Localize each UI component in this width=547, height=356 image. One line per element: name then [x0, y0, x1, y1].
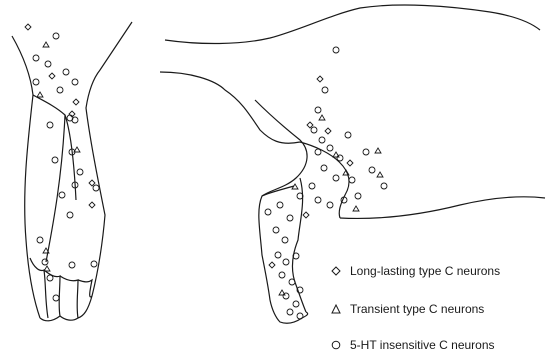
insensitive-marker: [57, 87, 63, 93]
insensitive-marker: [77, 169, 83, 175]
insensitive-marker: [322, 87, 328, 93]
insensitive-marker: [45, 61, 51, 67]
long-lasting-marker: [317, 76, 323, 82]
insensitive-marker: [265, 209, 271, 215]
transient-marker: [74, 147, 80, 152]
transient-marker: [353, 206, 359, 211]
transient-marker: [375, 148, 381, 153]
insensitive-marker: [33, 79, 39, 85]
insensitive-marker: [349, 177, 355, 183]
diamond-icon: [330, 265, 342, 277]
triangle-icon: [330, 303, 342, 315]
insensitive-marker: [333, 175, 339, 181]
insensitive-marker: [293, 301, 299, 307]
transient-marker: [43, 42, 49, 47]
insensitive-marker: [369, 167, 375, 173]
long-lasting-marker: [89, 180, 95, 186]
insensitive-marker: [297, 313, 303, 319]
insensitive-marker: [289, 279, 295, 285]
insensitive-marker: [287, 309, 293, 315]
insensitive-marker: [53, 33, 59, 39]
insensitive-marker: [309, 183, 315, 189]
long-lasting-marker: [325, 128, 331, 134]
insensitive-marker: [47, 275, 53, 281]
insensitive-marker: [47, 122, 53, 128]
long-lasting-marker: [25, 24, 31, 30]
long-lasting-marker: [347, 160, 353, 166]
insensitive-marker: [287, 215, 293, 221]
insensitive-marker: [52, 157, 58, 163]
long-lasting-marker: [73, 99, 79, 105]
insensitive-marker: [311, 127, 317, 133]
insensitive-marker: [72, 117, 78, 123]
insensitive-marker: [315, 149, 321, 155]
long-lasting-marker: [303, 212, 309, 218]
circle-icon: [330, 339, 342, 351]
legend-label: 5-HT insensitive C neurons: [350, 338, 495, 352]
insensitive-marker: [67, 212, 73, 218]
insensitive-marker: [277, 202, 283, 208]
insensitive-marker: [33, 55, 39, 61]
insensitive-marker: [319, 137, 325, 143]
long-lasting-marker: [89, 202, 95, 208]
insensitive-marker: [381, 183, 387, 189]
transient-marker: [377, 172, 383, 177]
insensitive-marker: [321, 165, 327, 171]
insensitive-marker: [72, 79, 78, 85]
insensitive-marker: [37, 237, 43, 243]
insensitive-marker: [42, 259, 48, 265]
legend-label: Transient type C neurons: [350, 302, 484, 316]
insensitive-marker: [279, 272, 285, 278]
transient-marker: [319, 115, 325, 120]
insensitive-marker: [275, 252, 281, 258]
insensitive-marker: [315, 197, 321, 203]
insensitive-marker: [53, 295, 59, 301]
transient-marker: [333, 152, 339, 157]
transient-marker: [37, 92, 43, 97]
insensitive-marker: [63, 69, 69, 75]
insensitive-marker: [93, 185, 99, 191]
insensitive-marker: [345, 132, 351, 138]
insensitive-marker: [91, 261, 97, 267]
long-lasting-marker: [49, 73, 55, 79]
legend-label: Long-lasting type C neurons: [350, 264, 500, 278]
transient-marker: [343, 170, 349, 175]
insensitive-marker: [282, 237, 288, 243]
insensitive-marker: [273, 227, 279, 233]
insensitive-marker: [69, 262, 75, 268]
insensitive-marker: [363, 149, 369, 155]
insensitive-marker: [283, 259, 289, 265]
legend-item-insensitive: 5-HT insensitive C neurons: [330, 336, 495, 354]
legend-item-long-lasting: Long-lasting type C neurons: [330, 262, 500, 280]
transient-marker: [279, 290, 285, 295]
legend-item-transient: Transient type C neurons: [330, 300, 484, 318]
insensitive-marker: [333, 47, 339, 53]
insensitive-marker: [327, 145, 333, 151]
foot-outline: [12, 22, 132, 321]
insensitive-marker: [59, 192, 65, 198]
transient-marker: [44, 266, 50, 271]
long-lasting-marker: [269, 262, 275, 268]
insensitive-marker: [355, 193, 361, 199]
insensitive-marker: [327, 202, 333, 208]
long-lasting-marker: [307, 122, 313, 128]
insensitive-marker: [315, 107, 321, 113]
